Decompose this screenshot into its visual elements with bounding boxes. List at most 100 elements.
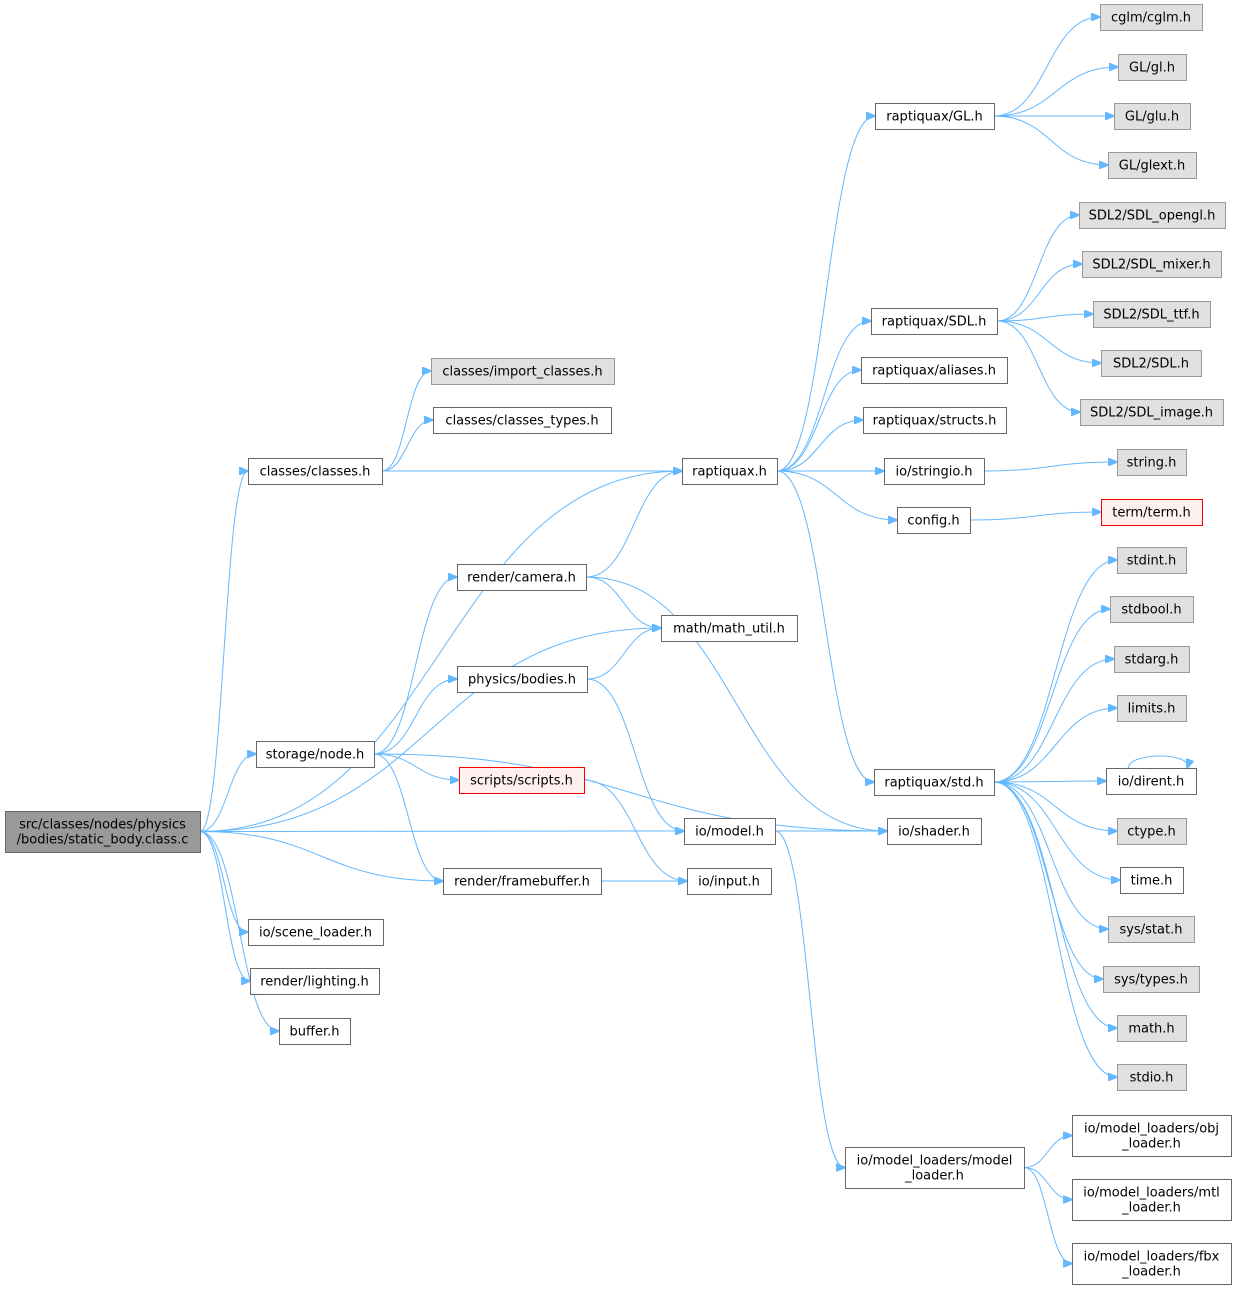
node-box <box>871 308 998 335</box>
node-box <box>1082 251 1222 278</box>
node-raptiquax[interactable]: raptiquax.h <box>682 458 778 485</box>
node-dirent[interactable]: io/dirent.h <box>1106 768 1197 795</box>
node-box <box>457 564 587 591</box>
node-math[interactable]: math.h <box>1117 1015 1187 1042</box>
node-mtl_loader[interactable]: io/model_loaders/mtl_loader.h <box>1072 1179 1232 1221</box>
node-label: sys/types.h <box>1114 973 1188 988</box>
node-limits[interactable]: limits.h <box>1117 695 1187 722</box>
node-label: src/classes/nodes/physics <box>19 818 186 833</box>
node-stringio[interactable]: io/stringio.h <box>884 458 985 485</box>
node-gl[interactable]: GL/gl.h <box>1118 54 1187 81</box>
node-aliases[interactable]: raptiquax/aliases.h <box>861 357 1008 384</box>
node-obj_loader[interactable]: io/model_loaders/obj_loader.h <box>1072 1115 1232 1157</box>
node-stdbool[interactable]: stdbool.h <box>1110 596 1194 623</box>
node-label: _loader.h <box>1121 1265 1181 1280</box>
node-sdl_opengl[interactable]: SDL2/SDL_opengl.h <box>1079 202 1226 229</box>
node-label: io/model_loaders/obj <box>1084 1122 1219 1137</box>
node-rsdl[interactable]: raptiquax/SDL.h <box>871 308 998 335</box>
node-glu[interactable]: GL/glu.h <box>1114 103 1191 130</box>
node-fbx_loader[interactable]: io/model_loaders/fbx_loader.h <box>1072 1243 1232 1285</box>
node-label: raptiquax/SDL.h <box>882 315 987 330</box>
node-lighting[interactable]: render/lighting.h <box>250 968 380 995</box>
node-buffer[interactable]: buffer.h <box>279 1018 351 1045</box>
edge-rgl-to-cglm <box>993 17 1100 117</box>
edge-scripts-to-input <box>583 779 687 881</box>
node-cglm[interactable]: cglm/cglm.h <box>1100 4 1203 31</box>
node-classes[interactable]: classes/classes.h <box>248 458 383 485</box>
node-box <box>443 868 602 895</box>
node-sdl[interactable]: SDL2/SDL.h <box>1101 350 1202 377</box>
node-label: raptiquax/structs.h <box>873 414 997 429</box>
node-sdl_image[interactable]: SDL2/SDL_image.h <box>1080 399 1224 426</box>
edge-rgl-to-gl <box>993 67 1118 117</box>
edge-node-to-camera <box>373 577 457 755</box>
node-label: GL/glu.h <box>1125 110 1179 125</box>
node-label: stdio.h <box>1130 1071 1174 1086</box>
node-structs[interactable]: raptiquax/structs.h <box>863 407 1007 434</box>
edge-stringio-to-string <box>983 462 1117 472</box>
node-scripts[interactable]: scripts/scripts.h <box>459 767 585 794</box>
node-bodies[interactable]: physics/bodies.h <box>457 666 588 693</box>
node-shader[interactable]: io/shader.h <box>887 818 982 845</box>
node-model[interactable]: io/model.h <box>684 818 776 845</box>
node-label: io/input.h <box>698 875 760 890</box>
edge-camera-to-raptiquax <box>585 471 682 578</box>
edge-rstd-to-dirent <box>993 781 1106 782</box>
nodes-layer: src/classes/nodes/physics/bodies/static_… <box>5 4 1232 1285</box>
node-time[interactable]: time.h <box>1120 867 1184 894</box>
edge-rstd-to-time <box>993 781 1120 880</box>
node-label: ctype.h <box>1127 825 1176 840</box>
node-sdl_mixer[interactable]: SDL2/SDL_mixer.h <box>1082 251 1222 278</box>
node-sys_stat[interactable]: sys/stat.h <box>1108 916 1195 943</box>
node-box <box>248 919 384 946</box>
edge-rsdl-to-sdl_opengl <box>996 215 1079 322</box>
node-string[interactable]: string.h <box>1117 449 1187 476</box>
node-node[interactable]: storage/node.h <box>256 741 375 768</box>
node-config[interactable]: config.h <box>897 507 971 534</box>
node-box <box>431 358 615 385</box>
node-box <box>682 458 778 485</box>
node-label: _loader.h <box>1121 1137 1181 1152</box>
node-root[interactable]: src/classes/nodes/physics/bodies/static_… <box>5 811 201 853</box>
edge-config-to-term <box>969 512 1101 521</box>
node-camera[interactable]: render/camera.h <box>457 564 587 591</box>
node-box <box>1079 202 1226 229</box>
node-box <box>875 103 995 130</box>
node-import_classes[interactable]: classes/import_classes.h <box>431 358 615 385</box>
node-box <box>1101 499 1203 526</box>
edge-root-to-raptiquax <box>199 471 682 832</box>
node-term[interactable]: term/term.h <box>1101 499 1203 526</box>
node-stdarg[interactable]: stdarg.h <box>1114 646 1190 673</box>
node-box <box>1110 596 1194 623</box>
node-box <box>433 407 612 434</box>
node-ctype[interactable]: ctype.h <box>1117 818 1187 845</box>
node-box <box>863 407 1007 434</box>
edge-rstd-to-stdio <box>993 781 1117 1077</box>
node-glext[interactable]: GL/glext.h <box>1108 152 1197 179</box>
node-box <box>1100 4 1203 31</box>
node-rgl[interactable]: raptiquax/GL.h <box>875 103 995 130</box>
node-label: storage/node.h <box>266 748 365 763</box>
node-classes_types[interactable]: classes/classes_types.h <box>433 407 612 434</box>
edge-raptiquax-to-config <box>776 470 897 520</box>
node-label: time.h <box>1131 874 1173 889</box>
node-math_util[interactable]: math/math_util.h <box>661 615 798 642</box>
node-label: raptiquax/GL.h <box>886 110 983 125</box>
node-stdio[interactable]: stdio.h <box>1117 1064 1187 1091</box>
node-box <box>459 767 585 794</box>
node-sys_types[interactable]: sys/types.h <box>1103 966 1200 993</box>
node-sdl_ttf[interactable]: SDL2/SDL_ttf.h <box>1093 301 1211 328</box>
node-input[interactable]: io/input.h <box>687 868 772 895</box>
node-box <box>1114 103 1191 130</box>
edge-rstd-to-sys_stat <box>993 781 1108 929</box>
node-label: io/model_loaders/model <box>857 1154 1013 1169</box>
node-scene_loader[interactable]: io/scene_loader.h <box>248 919 384 946</box>
node-label: io/model.h <box>695 825 764 840</box>
node-label: term/term.h <box>1112 506 1191 521</box>
node-stdint[interactable]: stdint.h <box>1117 547 1187 574</box>
node-model_loader[interactable]: io/model_loaders/model_loader.h <box>845 1147 1025 1189</box>
node-rstd[interactable]: raptiquax/std.h <box>874 769 995 796</box>
node-label: limits.h <box>1128 702 1176 717</box>
node-framebuffer[interactable]: render/framebuffer.h <box>443 868 602 895</box>
